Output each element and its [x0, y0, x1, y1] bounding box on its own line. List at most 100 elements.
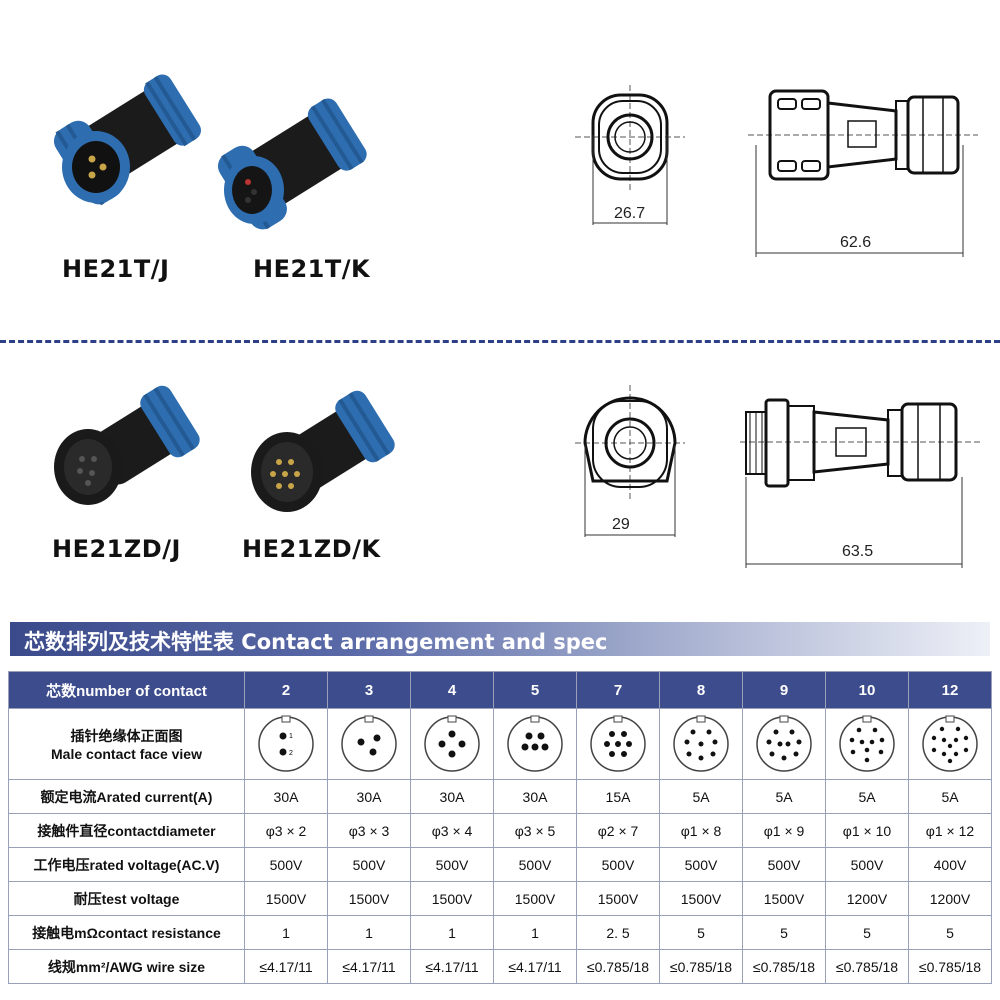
table-cell: 5A [908, 779, 992, 814]
table-row-test-voltage: 耐压test voltage 1500V 1500V 1500V 1500V 1… [8, 881, 992, 916]
connector-he21t-k-image [212, 82, 387, 242]
table-cell: 5A [742, 779, 826, 814]
table-row-contact-diameter: 接触件直径contactdiameter φ3 × 2 φ3 × 3 φ3 × … [8, 813, 992, 848]
table-cell: ≤0.785/18 [659, 949, 743, 984]
header-contact: 10 [825, 671, 909, 709]
front-view-drawing-bottom [575, 385, 685, 545]
header-contact: 3 [327, 671, 411, 709]
spec-banner: 芯数排列及技术特性表 Contact arrangement and spec [10, 622, 990, 656]
table-cell: 30A [493, 779, 577, 814]
header-contact: 12 [908, 671, 992, 709]
face-view-label-cn: 插针绝缘体正面图 [70, 728, 183, 744]
table-cell: 30A [327, 779, 411, 814]
table-cell: 500V [327, 847, 411, 882]
front-view-drawing-top [575, 85, 685, 235]
table-cell: 1500V [410, 881, 494, 916]
row-label: 接触件直径contactdiameter [8, 813, 245, 848]
dimension-bottom-front: 29 [612, 516, 630, 533]
table-cell: 5 [742, 915, 826, 950]
header-contact: 8 [659, 671, 743, 709]
product-label-he21t-k: HE21T/K [253, 255, 371, 283]
table-header-row: 芯数number of contact 2 3 4 5 7 8 9 10 12 [8, 671, 992, 709]
side-view-drawing-top [748, 85, 978, 260]
table-row-rated-current: 额定电流Arated current(A) 30A 30A 30A 30A 15… [8, 779, 992, 814]
row-label: 工作电压rated voltage(AC.V) [8, 847, 245, 882]
section-divider [0, 340, 1000, 343]
spec-banner-title: 芯数排列及技术特性表 Contact arrangement and spec [24, 630, 608, 654]
table-cell: ≤0.785/18 [576, 949, 660, 984]
table-cell: ≤4.17/11 [493, 949, 577, 984]
header-contact: 2 [244, 671, 328, 709]
table-cell: 500V [576, 847, 660, 882]
spec-table: 芯数number of contact 2 3 4 5 7 8 9 10 12 … [8, 671, 992, 984]
header-contact: 5 [493, 671, 577, 709]
face-diagram-10 [825, 708, 909, 780]
table-cell: 5A [659, 779, 743, 814]
table-cell: 500V [742, 847, 826, 882]
svg-text:2: 2 [289, 750, 293, 757]
table-cell: 1500V [576, 881, 660, 916]
table-cell: 15A [576, 779, 660, 814]
table-row-contact-resistance: 接触电mΩcontact resistance 1 1 1 1 2. 5 5 5… [8, 915, 992, 950]
table-cell: φ3 × 5 [493, 813, 577, 848]
table-cell: 1500V [493, 881, 577, 916]
table-cell: 1500V [244, 881, 328, 916]
connector-he21zd-j-image [50, 375, 210, 525]
table-cell: ≤0.785/18 [825, 949, 909, 984]
dimension-top-side: 62.6 [840, 234, 872, 251]
row-label: 额定电流Arated current(A) [8, 779, 245, 814]
table-cell: ≤0.785/18 [742, 949, 826, 984]
face-diagram-3 [327, 708, 411, 780]
table-cell: 5 [659, 915, 743, 950]
table-cell: 1 [410, 915, 494, 950]
table-cell: φ1 × 10 [825, 813, 909, 848]
table-cell: 1 [244, 915, 328, 950]
header-label: 芯数number of contact [8, 671, 245, 709]
svg-text:1: 1 [289, 733, 293, 740]
table-cell: φ1 × 9 [742, 813, 826, 848]
table-cell: φ1 × 8 [659, 813, 743, 848]
table-cell: 5A [825, 779, 909, 814]
table-cell: 1 [327, 915, 411, 950]
face-view-label-en: Male contact face view [51, 746, 202, 762]
product-area: HE21T/J HE21T/K 26.7 [0, 55, 1000, 572]
product-label-he21zd-k: HE21ZD/K [242, 535, 381, 563]
header-contact: 7 [576, 671, 660, 709]
header-contact: 4 [410, 671, 494, 709]
connector-he21t-j-image [48, 55, 223, 220]
table-cell: 500V [244, 847, 328, 882]
face-diagram-9 [742, 708, 826, 780]
table-cell: 1500V [327, 881, 411, 916]
table-cell: 500V [410, 847, 494, 882]
dimension-bottom-side: 63.5 [842, 543, 874, 560]
table-cell: 500V [493, 847, 577, 882]
row-label: 耐压test voltage [8, 881, 245, 916]
table-cell: 1200V [908, 881, 992, 916]
table-cell: 500V [825, 847, 909, 882]
table-cell: 1 [493, 915, 577, 950]
table-cell: φ2 × 7 [576, 813, 660, 848]
table-cell: ≤4.17/11 [410, 949, 494, 984]
table-cell: ≤0.785/18 [908, 949, 992, 984]
table-cell: ≤4.17/11 [327, 949, 411, 984]
face-view-label: 插针绝缘体正面图 Male contact face view [8, 708, 245, 780]
table-cell: 5 [825, 915, 909, 950]
connector-he21zd-k-image [245, 380, 405, 530]
table-cell: 500V [659, 847, 743, 882]
dimension-top-front: 26.7 [614, 205, 646, 222]
face-diagram-5 [493, 708, 577, 780]
product-label-he21zd-j: HE21ZD/J [52, 535, 181, 563]
table-cell: 400V [908, 847, 992, 882]
table-row-wire-size: 线规mm²/AWG wire size ≤4.17/11 ≤4.17/11 ≤4… [8, 949, 992, 984]
table-cell: 2. 5 [576, 915, 660, 950]
table-cell: φ3 × 3 [327, 813, 411, 848]
side-view-drawing-bottom [740, 392, 980, 572]
table-cell: 30A [410, 779, 494, 814]
table-cell: 30A [244, 779, 328, 814]
face-diagram-12 [908, 708, 992, 780]
face-diagram-4 [410, 708, 494, 780]
header-contact: 9 [742, 671, 826, 709]
row-label: 线规mm²/AWG wire size [8, 949, 245, 984]
